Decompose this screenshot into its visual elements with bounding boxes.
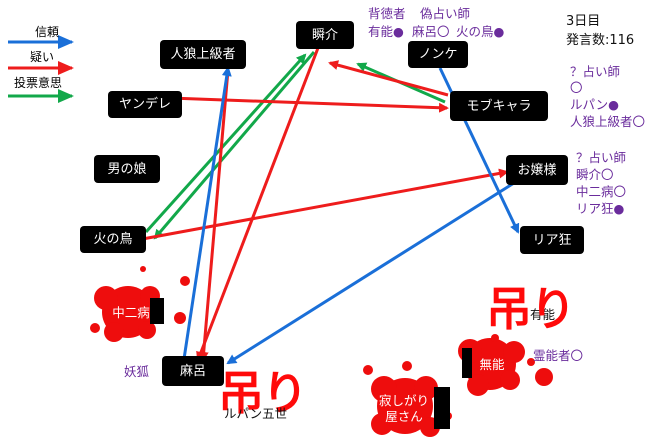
annotation-rupan-godai: ルパン五世 xyxy=(224,406,288,421)
speech-count: 発言数:116 xyxy=(566,33,635,48)
vote-arrow-shunsuke-hinotori xyxy=(153,51,316,240)
legend-vote-label: 投票意思 xyxy=(14,76,63,90)
doubt-arrow-jinrou-asaro xyxy=(198,69,230,362)
annotation-ojou-claim-3: 中二病〇 xyxy=(576,184,627,199)
node-nonke: ノンケ xyxy=(408,41,468,68)
annotation-ojou-claim-4: リア狂● xyxy=(576,201,625,216)
node-mobu-kyara: モブキャラ xyxy=(450,91,548,121)
node-yandere: ヤンデレ xyxy=(108,91,182,118)
node-otokonoko: 男の娘 xyxy=(94,155,160,183)
node-hinotori: 火の鳥 xyxy=(80,226,146,253)
legend-doubt-label: 疑い xyxy=(30,50,55,64)
stamp-hung-rupan: 吊り xyxy=(218,366,308,420)
node-asaro: 麻呂 xyxy=(162,356,224,386)
node-ojousama: お嬢様 xyxy=(506,155,568,185)
doubt-arrow-yandere-mobu xyxy=(169,96,449,113)
annotation-result-1: 有能● xyxy=(368,24,404,39)
node-munou-box xyxy=(462,348,472,378)
annotation-mobu-claim-4: 人狼上級者〇 xyxy=(570,114,646,129)
annotation-mobu-claim-1: ？占い師 xyxy=(570,64,621,79)
node-sabishigari-box xyxy=(434,387,450,429)
doubt-arrow-mobu-shunsuke xyxy=(328,60,449,97)
annotation-ojou-claim-1: ？占い師 xyxy=(576,150,627,165)
doubt-arrow-hinotori-ojousama xyxy=(136,168,509,242)
legend-trust-label: 信頼 xyxy=(35,25,60,39)
trust-arrow-ojousama-asaro xyxy=(226,181,515,365)
annotation-result-2: 麻呂〇 xyxy=(412,24,450,39)
annotation-mobu-claim-3: ルパン● xyxy=(570,97,620,112)
annotation-mobu-claim-2: 〇 xyxy=(570,80,583,95)
day-label: 3日目 xyxy=(566,14,601,29)
node-sabishigari: 寂しがり屋さん xyxy=(378,393,429,424)
annotation-nise-uranai: 偽占い師 xyxy=(420,6,471,21)
annotation-ojou-claim-2: 瞬介〇 xyxy=(576,167,614,182)
vote-arrow-hinotori-shunsuke xyxy=(144,53,307,234)
node-chuunibyou: 中二病 xyxy=(112,305,150,320)
doubt-arrow-shunsuke-asaro xyxy=(196,47,320,362)
node-chuunibyou-box xyxy=(150,298,164,324)
annotation-result-3: 火の鳥● xyxy=(456,24,505,39)
stamp-hung-munou: 吊り xyxy=(486,282,576,336)
blood-splatter-chuunibyou xyxy=(90,266,190,342)
annotation-haitokusha: 背徳者 xyxy=(368,6,406,21)
annotation-youko: 妖狐 xyxy=(124,364,150,379)
annotation-yuunou: 有能 xyxy=(530,307,556,322)
node-jinrou-joukyuusha: 人狼上級者 xyxy=(160,40,246,69)
node-munou: 無能 xyxy=(479,357,505,372)
annotation-reinousha: 霊能者〇 xyxy=(533,348,584,363)
node-shunsuke: 瞬介 xyxy=(296,21,354,49)
node-riajuu: リア狂 xyxy=(520,226,584,254)
trust-arrow-asaro-jinrou xyxy=(182,66,232,360)
